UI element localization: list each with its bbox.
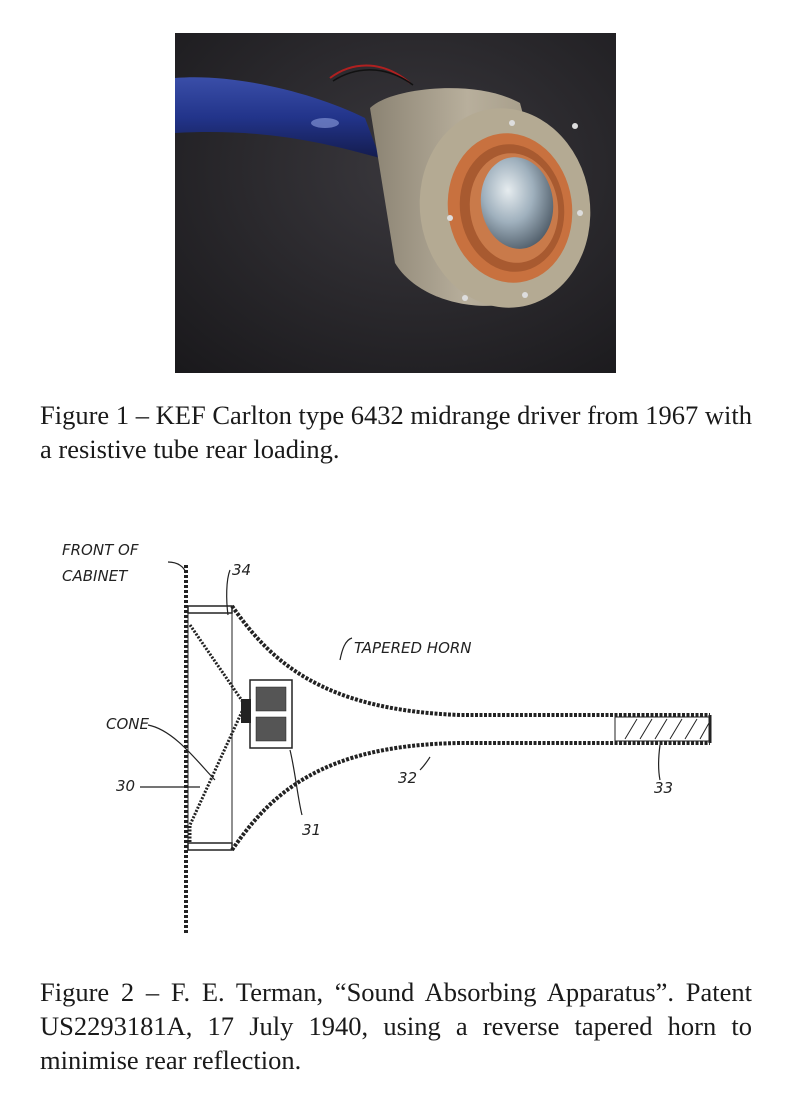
label-30: 30 <box>116 777 135 795</box>
figure-1-caption: Figure 1 – KEF Carlton type 6432 midrang… <box>40 400 752 464</box>
label-32: 32 <box>398 769 417 787</box>
figure-1-photo <box>175 33 616 373</box>
figure-2-caption: Figure 2 – F. E. Terman, “Sound Absorbin… <box>40 977 752 1075</box>
label-cone: CONE <box>106 715 150 733</box>
tapered-horn-diagram: FRONT OF CABINET 34 TAPERED HORN CONE 30… <box>62 541 712 935</box>
label-34: 34 <box>232 561 251 579</box>
label-31: 31 <box>302 821 321 839</box>
driver-photo-illustration <box>175 33 616 373</box>
label-front-of: FRONT OF <box>62 541 139 559</box>
figure-2-patent-drawing: FRONT OF CABINET 34 TAPERED HORN CONE 30… <box>40 525 760 945</box>
label-tapered-horn: TAPERED HORN <box>354 639 472 657</box>
label-cabinet: CABINET <box>62 567 129 585</box>
label-33: 33 <box>654 779 673 797</box>
